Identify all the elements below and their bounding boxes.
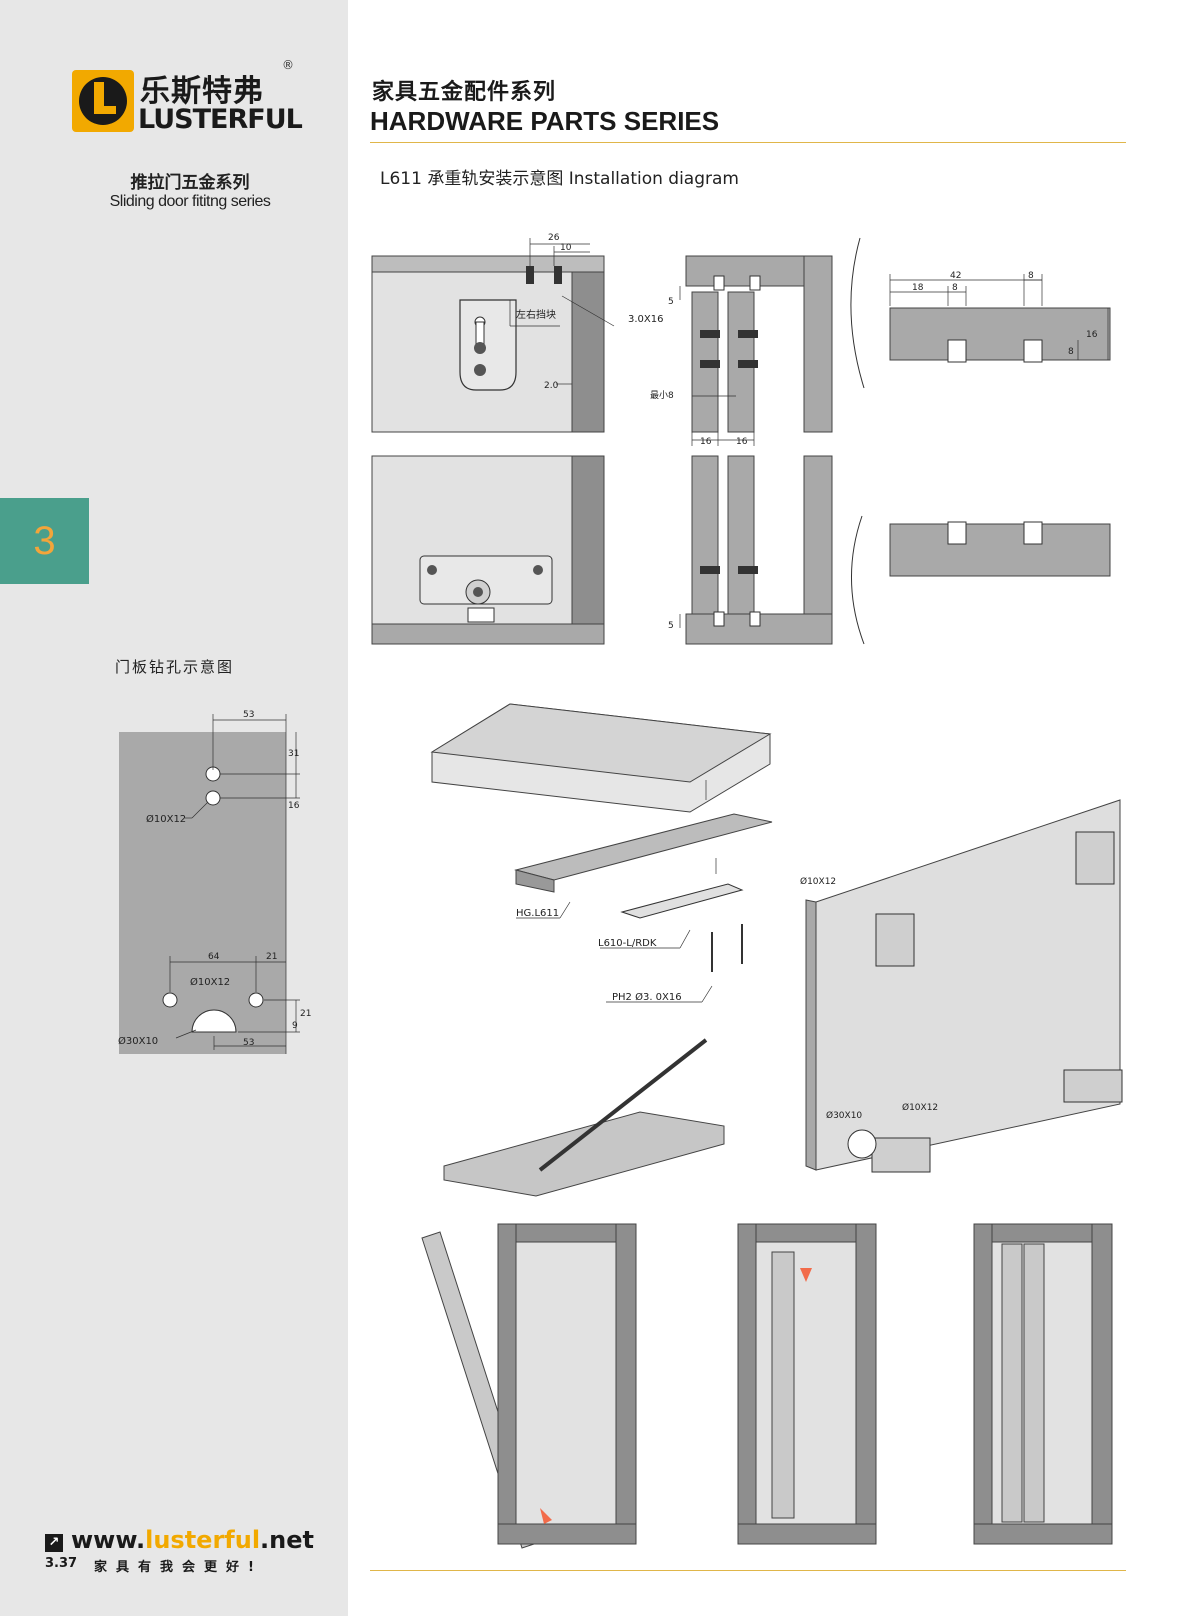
hole-bottom-2 (248, 992, 264, 1008)
dim-16: 16 (288, 801, 300, 811)
footer-divider (370, 1570, 1126, 1571)
header-divider (370, 142, 1126, 143)
registered-mark: ® (282, 58, 294, 72)
dim-21b: 21 (300, 1009, 311, 1019)
website-brand: lusterful (145, 1526, 261, 1554)
dim-16a: 16 (700, 437, 712, 447)
diagram-title: L611 承重轨安装示意图 Installation diagram (380, 169, 739, 189)
rail-dim-16: 16 (1086, 330, 1098, 340)
website-suffix: .net (260, 1526, 314, 1554)
dim-gap: 2.0 (544, 381, 559, 391)
step-1 (421, 1223, 637, 1549)
rail-dim-8b: 8 (1028, 271, 1034, 281)
dim-31: 31 (288, 749, 299, 759)
step-3 (973, 1223, 1113, 1545)
chapter-tab (0, 498, 89, 584)
arrow-icon: ↗ (45, 1534, 63, 1552)
label-screw: PH2 Ø3. 0X16 (612, 991, 682, 1003)
brand-name-en: LUSTERFUL (138, 104, 303, 135)
series-title-en: Sliding door fititng series (109, 193, 271, 210)
website[interactable]: ↗ www.lusterful.net (45, 1526, 314, 1554)
drilling-title: 门板钻孔示意图 (115, 658, 235, 676)
rail-dim-42: 42 (950, 271, 961, 281)
series-title-cn: 推拉门五金系列 (130, 173, 250, 193)
label-block: 左右挡块 (516, 308, 556, 321)
brand-logo-icon (72, 70, 134, 132)
label-screw-top: 3.0X16 (628, 314, 663, 325)
label-min-gap: 最小8 (650, 390, 674, 401)
label-bracket: L610-L/RDK (598, 938, 657, 949)
rail-dim-8a: 8 (952, 283, 958, 293)
dim-26: 26 (548, 233, 560, 243)
dim-16b: 16 (736, 437, 748, 447)
rail-dim-8c: 8 (1068, 347, 1074, 357)
rail-profile-top: 42 18 8 8 16 8 (850, 237, 1111, 389)
page-number: 3.37 (45, 1556, 78, 1571)
dim-64: 64 (208, 952, 220, 962)
chapter-number: 3 (33, 519, 56, 563)
header-title-cn: 家具五金配件系列 (372, 80, 557, 105)
label-hole-top: Ø10X12 (146, 813, 186, 825)
dim-5-top: 5 (668, 297, 674, 307)
label-hole-c: Ø30X10 (826, 1110, 862, 1121)
label-hole-a: Ø10X12 (800, 876, 836, 887)
step-2 (737, 1223, 877, 1545)
dim-5-bottom: 5 (668, 621, 674, 631)
exploded-assembly: HG.L611 L610-L/RDK PH2 Ø3. 0X16 Ø10X12 Ø… (430, 703, 1123, 1197)
brand-name-cn: 乐斯特弗 (140, 74, 264, 109)
dim-9: 9 (292, 1021, 298, 1031)
dim-53-bottom: 53 (243, 1038, 254, 1048)
label-hole-bottom: Ø10X12 (190, 976, 230, 988)
section-view-top: 26 10 左右挡块 3.0X16 2.0 (371, 233, 663, 433)
hole-large (191, 1009, 237, 1033)
rail-profile-bottom (851, 515, 1111, 645)
section-view-bottom (371, 455, 605, 645)
steps (421, 1223, 1113, 1549)
slogan: 家具有我会更好! (94, 1560, 263, 1575)
side-section-bottom: 5 (668, 455, 833, 645)
header-title-en: HARDWARE PARTS SERIES (370, 106, 720, 136)
hole-bottom-1 (162, 992, 178, 1008)
website-prefix: www. (71, 1526, 146, 1554)
dim-53-top: 53 (243, 710, 254, 720)
drilling-diagram: 53 31 16 64 21 21 9 53 Ø10X12 Ø10X12 Ø30… (118, 710, 311, 1054)
rail-dim-18: 18 (912, 283, 924, 293)
dim-21a: 21 (266, 952, 277, 962)
label-hole-b: Ø10X12 (902, 1102, 938, 1113)
label-hole-large: Ø30X10 (118, 1035, 158, 1047)
dim-10: 10 (560, 243, 572, 253)
label-rail: HG.L611 (516, 908, 559, 919)
bracket-plate (459, 299, 517, 391)
side-section-top: 16 16 最小8 5 (650, 255, 833, 447)
